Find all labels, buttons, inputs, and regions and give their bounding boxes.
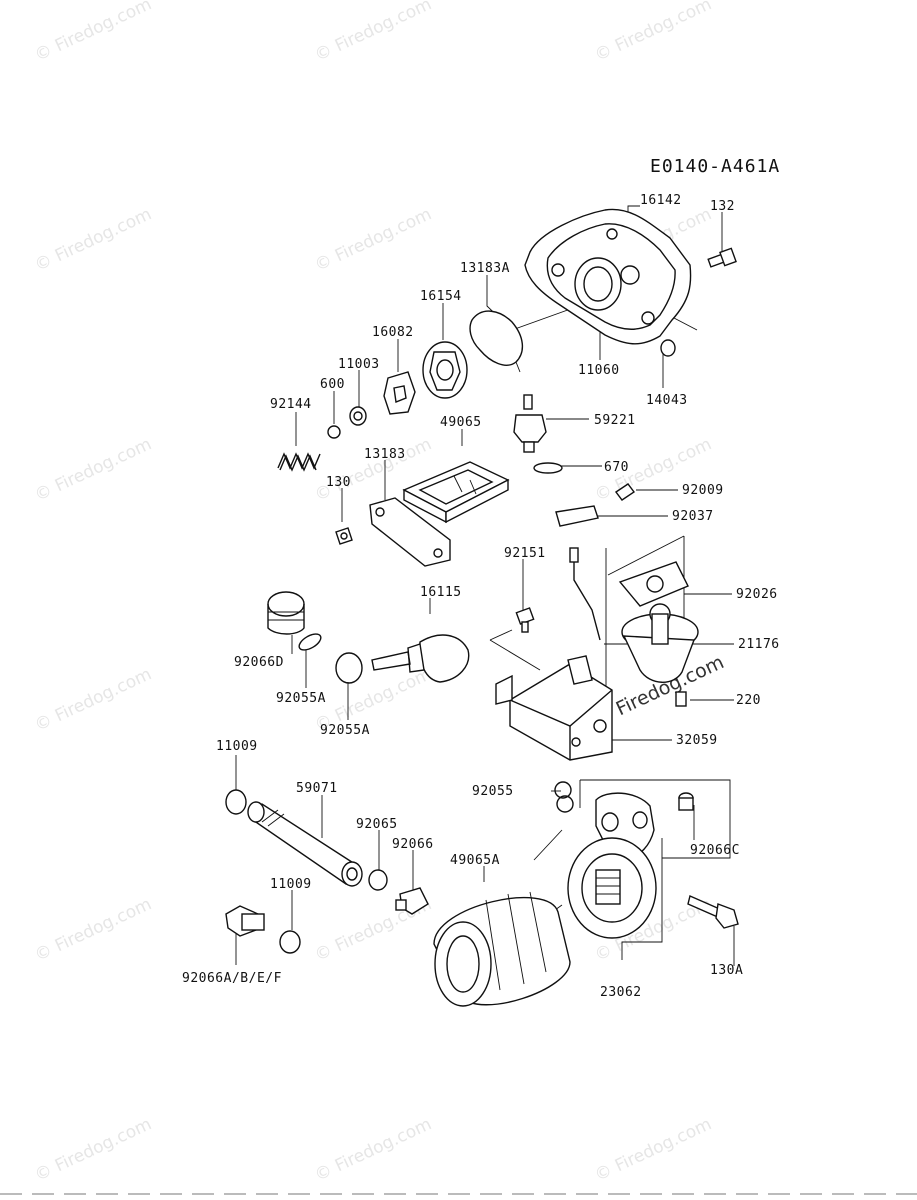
part-label-49065A: 49065A <box>450 853 500 868</box>
gasket-92026 <box>618 561 689 607</box>
oring-92055-b <box>556 795 574 813</box>
part-label-21176: 21176 <box>738 637 780 652</box>
part-label-59221: 59221 <box>594 413 636 428</box>
part-label-32059: 32059 <box>676 733 718 748</box>
pin-14043 <box>660 339 676 357</box>
sensor-21176 <box>621 603 699 683</box>
part-label-16082: 16082 <box>372 325 414 340</box>
plate-13183A <box>469 310 523 373</box>
pump-cover-16142 <box>524 208 692 345</box>
wire-connector <box>569 547 579 563</box>
oring-92055A-small <box>298 633 322 651</box>
dipstick-wire <box>573 552 601 641</box>
strainer-49065 <box>402 461 510 524</box>
screw-220 <box>675 691 687 707</box>
clamp-92037 <box>555 505 599 527</box>
washer-11009-upper <box>225 789 247 815</box>
washer-92065 <box>368 869 388 891</box>
part-label-92026: 92026 <box>736 587 778 602</box>
part-label-92066ABEF: 92066A/B/E/F <box>182 971 282 986</box>
plug-92066 <box>395 887 429 915</box>
part-label-132: 132 <box>710 199 735 214</box>
part-label-59071: 59071 <box>296 781 338 796</box>
bolt-132 <box>707 247 737 268</box>
diagram-id: E0140-A461A <box>650 156 781 177</box>
part-label-11003: 11003 <box>338 357 380 372</box>
part-label-92065: 92065 <box>356 817 398 832</box>
part-label-11009-upper: 11009 <box>216 739 258 754</box>
oring-92055-a <box>554 781 572 799</box>
part-label-92066D: 92066D <box>234 655 284 670</box>
rotor-16154 <box>422 341 468 399</box>
leader-lines <box>235 205 735 966</box>
part-label-130: 130 <box>326 475 351 490</box>
oring-670 <box>533 462 563 474</box>
bushing-11003 <box>349 406 367 426</box>
dipstick-cap-16115 <box>371 634 470 683</box>
oring-92055A-large <box>335 652 363 684</box>
part-label-92066C: 92066C <box>690 843 740 858</box>
part-label-600: 600 <box>320 377 345 392</box>
spring-92144 <box>277 452 321 472</box>
oil-filter-49065A <box>433 891 571 1007</box>
part-label-92066: 92066 <box>392 837 434 852</box>
pipe-59071 <box>247 801 363 887</box>
part-label-92055A-lower: 92055A <box>320 723 370 738</box>
part-label-220: 220 <box>736 693 761 708</box>
part-label-92037: 92037 <box>672 509 714 524</box>
inner-rotor-16082 <box>383 371 416 415</box>
bracket-13183 <box>369 497 451 567</box>
part-label-92151: 92151 <box>504 546 546 561</box>
part-label-16142: 16142 <box>640 193 682 208</box>
screw-92009 <box>614 483 636 501</box>
washer-11009-lower <box>279 930 301 954</box>
part-label-92144: 92144 <box>270 397 312 412</box>
part-label-130A: 130A <box>710 963 744 978</box>
bolt-130 <box>335 527 353 545</box>
part-label-670: 670 <box>604 460 629 475</box>
part-label-11009-lower: 11009 <box>270 877 312 892</box>
plug-92066ABEF <box>225 905 265 937</box>
part-label-16115: 16115 <box>420 585 462 600</box>
part-label-11060: 11060 <box>578 363 620 378</box>
bolt-130A <box>687 895 739 929</box>
bracket-32059 <box>495 655 613 761</box>
part-label-13183A: 13183A <box>460 261 510 276</box>
part-label-92009: 92009 <box>682 483 724 498</box>
part-label-49065: 49065 <box>440 415 482 430</box>
part-label-16154: 16154 <box>420 289 462 304</box>
part-label-23062: 23062 <box>600 985 642 1000</box>
ball-600 <box>327 425 341 439</box>
part-label-13183: 13183 <box>364 447 406 462</box>
plug-92066D <box>267 591 305 635</box>
filter-base-23062 <box>567 837 657 939</box>
bolt-92151 <box>515 607 535 633</box>
part-label-14043: 14043 <box>646 393 688 408</box>
plug-92066C <box>678 792 694 811</box>
pressure-switch-59221 <box>513 394 547 453</box>
part-label-92055A-upper: 92055A <box>276 691 326 706</box>
part-label-92055: 92055 <box>472 784 514 799</box>
